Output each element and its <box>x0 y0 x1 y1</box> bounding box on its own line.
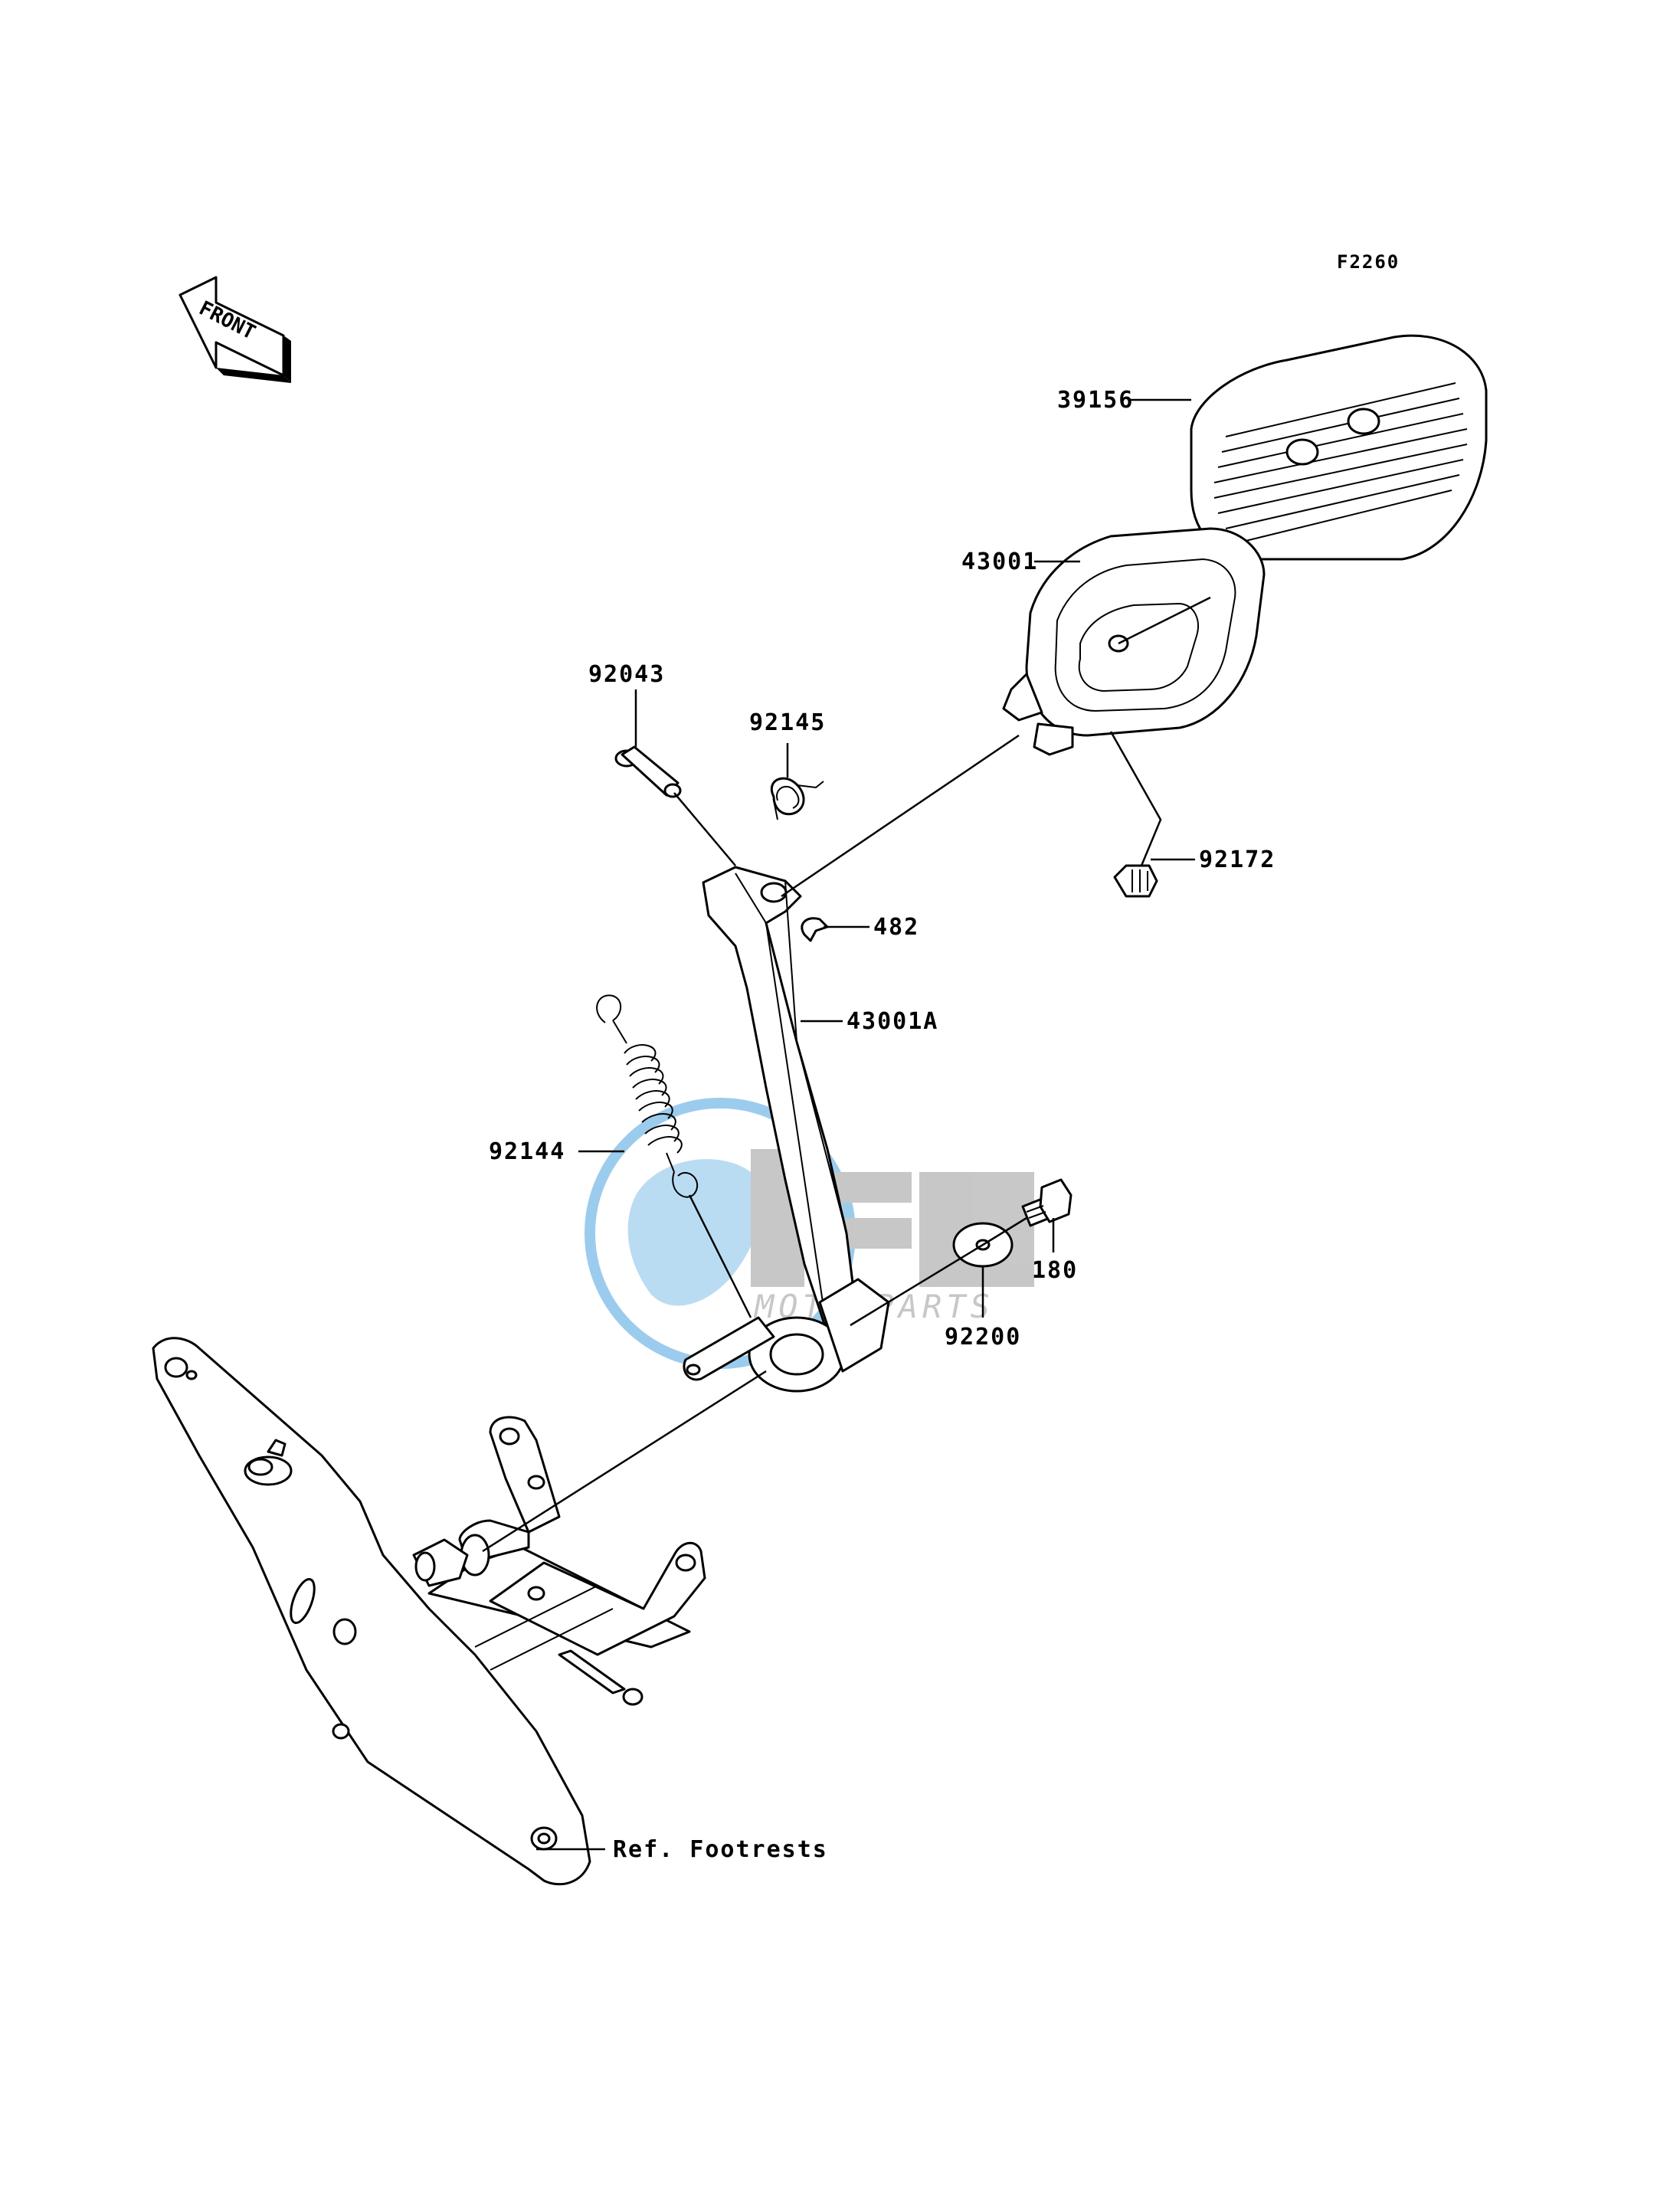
footrest-bracket <box>152 1337 706 1886</box>
torsion-spring <box>771 777 824 820</box>
return-spring <box>596 994 699 1198</box>
part-label-92200: 92200 <box>945 1324 1021 1351</box>
bolt <box>1021 1178 1073 1227</box>
footrest-rubber <box>1190 334 1488 561</box>
cotter-pin <box>1113 864 1158 898</box>
part-label-92043: 92043 <box>588 661 665 688</box>
reference-label: Ref. Footrests <box>613 1836 828 1863</box>
part-label-43001A: 43001A <box>847 1008 938 1035</box>
part-label-92144: 92144 <box>489 1138 565 1165</box>
clevis-pin <box>614 745 682 798</box>
part-label-92145: 92145 <box>749 709 826 736</box>
brake-pedal-arm <box>683 866 890 1393</box>
front-arrow-icon: FRONT <box>178 276 291 383</box>
snap-ring <box>801 917 829 942</box>
part-label-92172: 92172 <box>1199 846 1276 873</box>
part-label-39156: 39156 <box>1057 387 1134 414</box>
figure-code: F2260 <box>1337 251 1400 273</box>
part-label-180: 180 <box>1032 1257 1078 1284</box>
part-label-43001: 43001 <box>961 548 1038 575</box>
leader-lines <box>482 398 1211 1851</box>
part-label-482: 482 <box>873 914 919 941</box>
